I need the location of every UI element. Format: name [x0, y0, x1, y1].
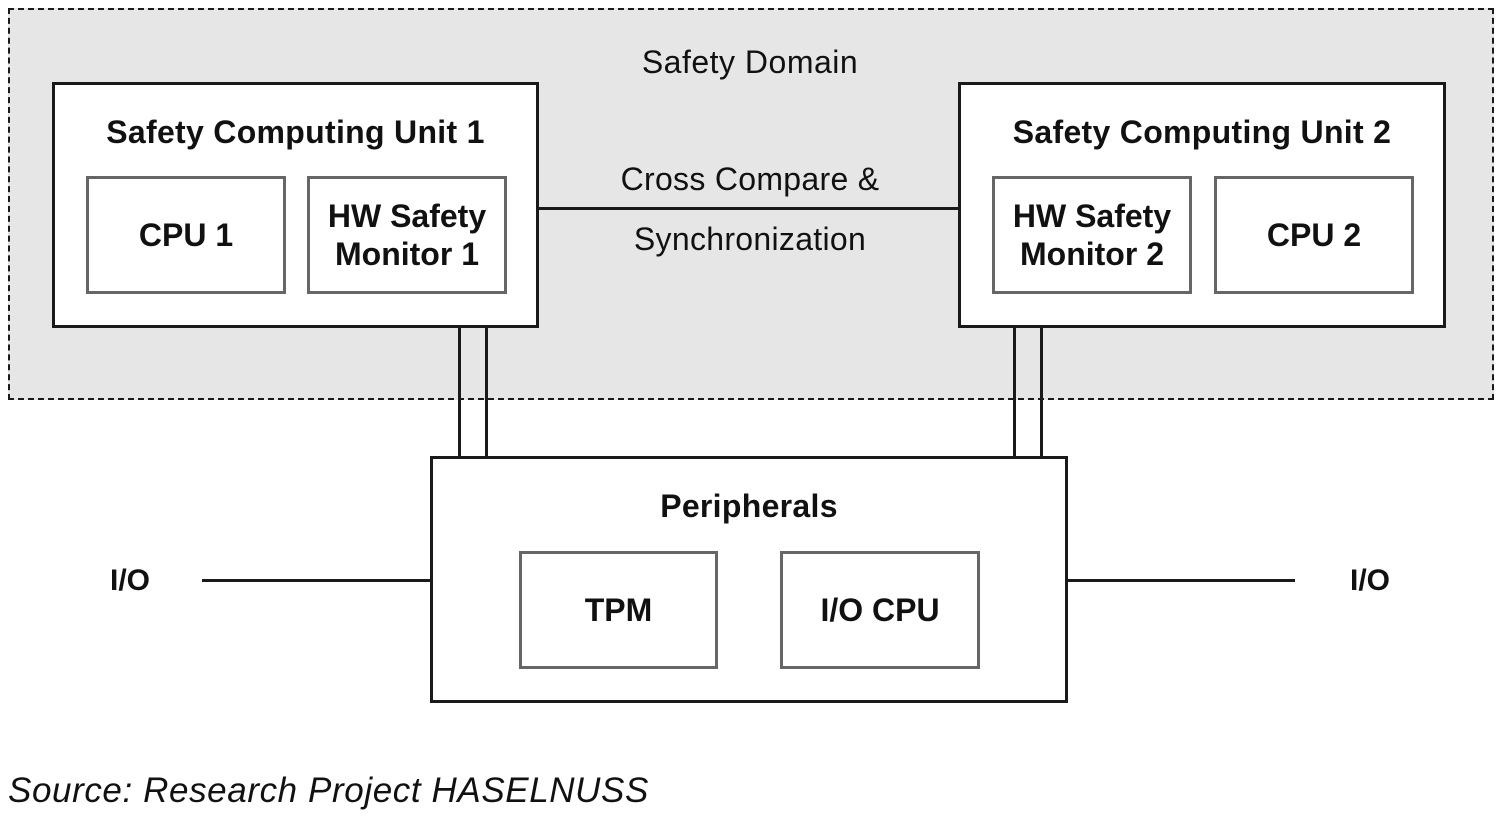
cpu-1-label: CPU 1: [138, 217, 234, 253]
cpu-2-label: CPU 2: [1266, 217, 1362, 253]
unit-1-bus-line-a: [458, 327, 461, 458]
cpu-2-box: CPU 2: [1214, 176, 1414, 294]
unit-1-title: Safety Computing Unit 1: [106, 114, 485, 150]
hw-safety-monitor-1-box: HW Safety Monitor 1: [307, 176, 507, 294]
io-left-label: I/O: [109, 564, 150, 597]
peripherals-title: Peripherals: [660, 488, 838, 524]
safety-domain-label: Safety Domain: [641, 44, 859, 80]
io-left-line: [202, 579, 431, 582]
unit-2-bus-line-b: [1040, 327, 1043, 458]
monitor-1-label-line1: HW Safety: [327, 198, 487, 234]
source-caption: Source: Research Project HASELNUSS: [8, 771, 649, 810]
io-right-label: I/O: [1349, 564, 1390, 597]
safety-computing-unit-2: Safety Computing Unit 2 HW Safety Monito…: [958, 82, 1446, 328]
unit-2-title: Safety Computing Unit 2: [1012, 114, 1392, 150]
io-cpu-label: I/O CPU: [820, 592, 940, 628]
tpm-box: TPM: [519, 551, 718, 669]
cpu-1-box: CPU 1: [86, 176, 286, 294]
io-right-line: [1067, 579, 1295, 582]
synchronization-label: Synchronization: [633, 221, 867, 257]
hw-safety-monitor-2-box: HW Safety Monitor 2: [992, 176, 1192, 294]
unit-2-bus-line-a: [1013, 327, 1016, 458]
io-cpu-box: I/O CPU: [780, 551, 980, 669]
safety-computing-unit-1: Safety Computing Unit 1 CPU 1 HW Safety …: [52, 82, 539, 328]
unit-1-bus-line-b: [485, 327, 488, 458]
cross-compare-label: Cross Compare &: [620, 161, 880, 197]
monitor-1-label-line2: Monitor 1: [335, 236, 479, 272]
monitor-2-label-line1: HW Safety: [1012, 198, 1172, 234]
peripherals-box: Peripherals TPM I/O CPU: [430, 456, 1068, 703]
tpm-label: TPM: [584, 592, 653, 628]
monitor-2-label-line2: Monitor 2: [1020, 236, 1164, 272]
cross-compare-connector: [537, 207, 960, 210]
